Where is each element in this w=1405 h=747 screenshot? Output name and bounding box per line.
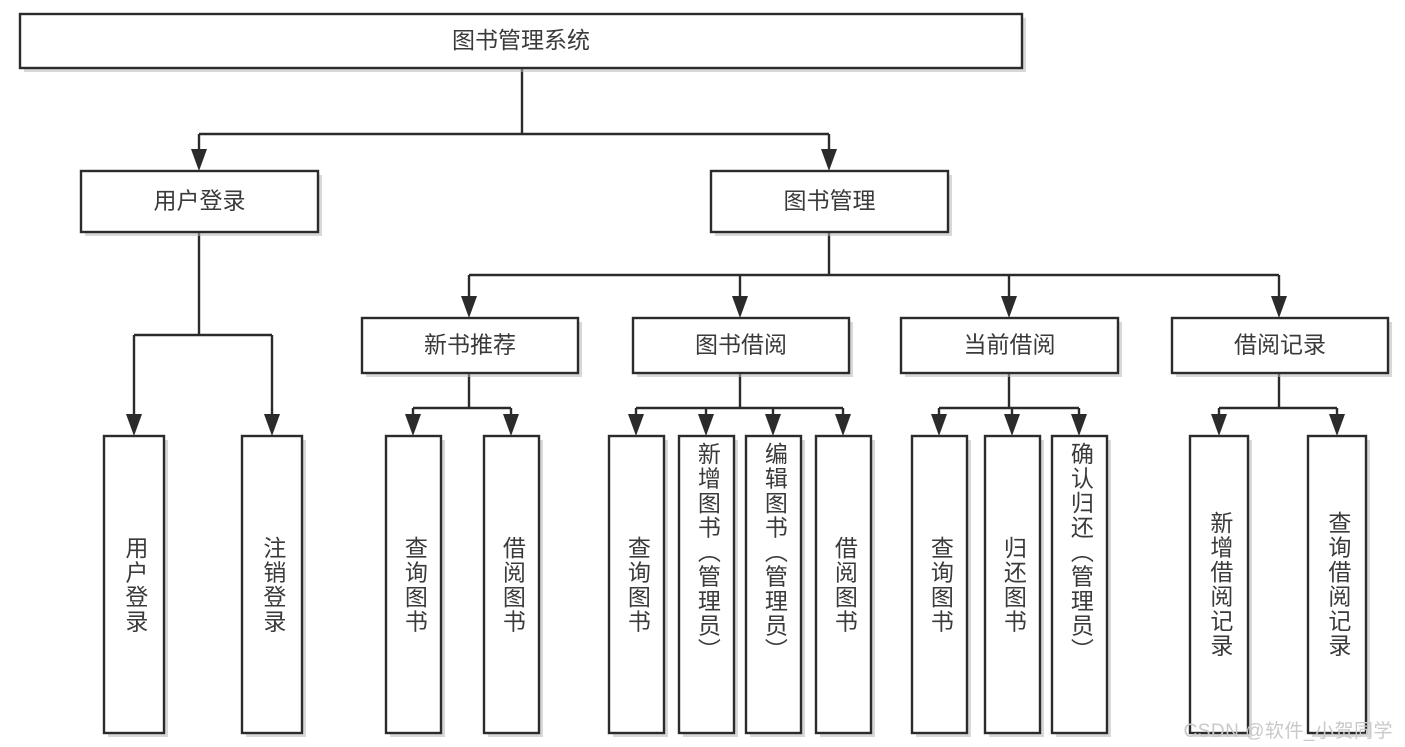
node-box[interactable] — [102, 434, 166, 735]
arrow-head-icon — [1211, 414, 1227, 436]
arrow-head-icon — [405, 414, 421, 436]
connector-current-to-leaves — [931, 373, 1087, 436]
arrow-head-icon — [461, 296, 477, 318]
node-box[interactable] — [1188, 434, 1250, 735]
node-box[interactable] — [79, 169, 320, 234]
node-level3-0[interactable] — [360, 316, 582, 377]
arrow-head-icon — [698, 414, 714, 436]
connector-borrow-to-leaves — [628, 373, 851, 436]
arrow-head-icon — [931, 414, 947, 436]
arrow-head-icon — [264, 414, 280, 436]
csdn-watermark: CSDN @软件_小贺同学 — [1183, 721, 1393, 742]
arrow-head-icon — [821, 149, 837, 171]
level3-node-label: 新书推荐 — [424, 332, 516, 358]
node-leaf-1[interactable] — [240, 434, 306, 737]
arrow-head-icon — [503, 414, 519, 436]
arrow-head-icon — [1271, 296, 1287, 318]
level2-node-label: 图书管理 — [784, 188, 876, 214]
node-level3-2[interactable] — [899, 316, 1122, 377]
node-box[interactable] — [814, 434, 873, 735]
node-level2-0[interactable] — [79, 169, 322, 236]
connector-userlogin-to-leaves — [126, 232, 280, 436]
node-leaf-10[interactable] — [1050, 434, 1111, 737]
arrow-head-icon — [732, 296, 748, 318]
connector-root-to-level2 — [191, 68, 837, 171]
node-level3-1[interactable] — [631, 316, 853, 377]
node-box[interactable] — [744, 434, 803, 735]
level3-node-label: 借阅记录 — [1234, 332, 1326, 358]
node-box[interactable] — [709, 169, 950, 234]
node-level3-3[interactable] — [1170, 316, 1392, 377]
node-leaf-6[interactable] — [744, 434, 805, 737]
arrow-head-icon — [1001, 296, 1017, 318]
node-box[interactable] — [482, 434, 541, 735]
node-box[interactable] — [983, 434, 1042, 735]
node-box[interactable] — [631, 316, 851, 375]
node-leaf-5[interactable] — [677, 434, 738, 737]
node-box[interactable] — [240, 434, 304, 735]
arrow-head-icon — [1071, 414, 1087, 436]
arrow-head-icon — [191, 149, 207, 171]
level2-node-label: 用户登录 — [154, 188, 246, 214]
node-leaf-9[interactable] — [983, 434, 1044, 737]
arrow-head-icon — [835, 414, 851, 436]
node-level2-1[interactable] — [709, 169, 952, 236]
node-box[interactable] — [384, 434, 443, 735]
node-root-0[interactable] — [18, 12, 1026, 72]
node-box[interactable] — [910, 434, 969, 735]
node-box[interactable] — [1170, 316, 1390, 375]
node-box[interactable] — [18, 12, 1024, 70]
arrow-head-icon — [1329, 414, 1345, 436]
node-box-layer — [18, 12, 1392, 737]
node-leaf-2[interactable] — [384, 434, 445, 737]
node-box[interactable] — [677, 434, 736, 735]
arrow-head-icon — [628, 414, 644, 436]
node-leaf-0[interactable] — [102, 434, 168, 737]
level3-node-label: 图书借阅 — [695, 332, 787, 358]
node-box[interactable] — [1050, 434, 1109, 735]
arrow-head-icon — [765, 414, 781, 436]
connector-bookmgmt-to-level3 — [461, 232, 1287, 318]
connector-layer — [126, 68, 1345, 436]
arrow-head-icon — [1004, 414, 1020, 436]
node-leaf-3[interactable] — [482, 434, 543, 737]
node-box[interactable] — [899, 316, 1120, 375]
connector-newbook-to-leaves — [405, 373, 519, 436]
node-leaf-7[interactable] — [814, 434, 875, 737]
arrow-head-icon — [126, 414, 142, 436]
node-leaf-4[interactable] — [607, 434, 668, 737]
node-box[interactable] — [607, 434, 666, 735]
root-node-label: 图书管理系统 — [452, 27, 590, 53]
node-leaf-8[interactable] — [910, 434, 971, 737]
node-leaf-11[interactable] — [1188, 434, 1252, 737]
node-leaf-12[interactable] — [1306, 434, 1370, 737]
connector-records-to-leaves — [1211, 373, 1345, 436]
node-box[interactable] — [360, 316, 580, 375]
node-box[interactable] — [1306, 434, 1368, 735]
level3-node-label: 当前借阅 — [964, 332, 1056, 358]
